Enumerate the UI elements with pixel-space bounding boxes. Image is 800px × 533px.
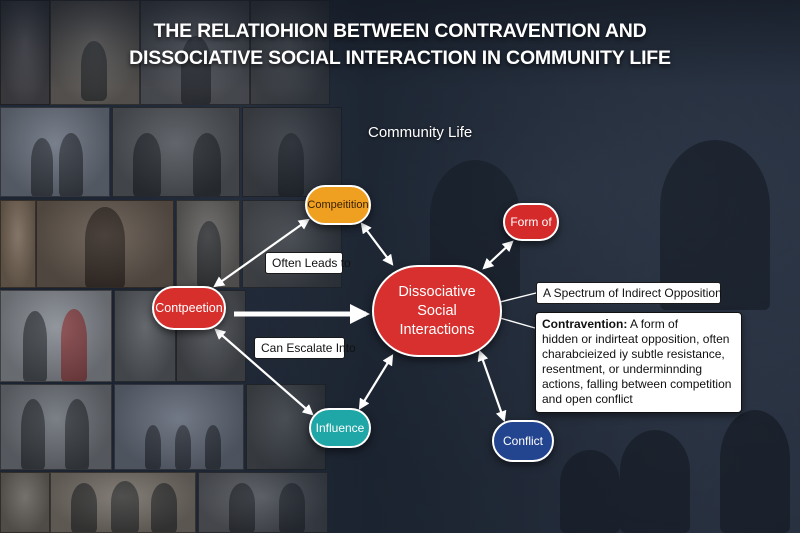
label-often-leads-to: Often Leads to (265, 252, 351, 274)
definition-line-6: and open conflict (542, 392, 633, 406)
node-contpeetion: Contpeetion (152, 286, 226, 330)
page-title-line-2: DISSOCIATIVE SOCIAL INTERACTION IN COMMU… (129, 47, 671, 69)
node-dissociative-social-interactions: Dissociative Social Interactions (372, 265, 502, 357)
connector-dissociative-definition (499, 317, 536, 329)
definition-term: Contravention: (542, 317, 628, 331)
definition-line-1-rest: A form of (627, 317, 679, 331)
node-competition: Compeitition (305, 185, 371, 225)
label-can-escalate-into: Can Escalate Into (254, 337, 356, 359)
definition-line-3: charabcieized iy subtle resistance, (542, 347, 725, 361)
node-conflict-label: Conflict (502, 434, 543, 448)
connector-dissociative-spectrum (499, 292, 537, 303)
label-spectrum-indirect-opposition: A Spectrum of Indirect Opposition (536, 282, 722, 304)
node-dissociative-label-line-1: Dissociative (398, 283, 476, 300)
page-title-line-1: THE RELATIOHION BETWEEN CONTRAVENTION AN… (153, 20, 647, 42)
definition-line-1: Contravention: A form of (542, 317, 735, 332)
arrow-competition-dissociative (360, 222, 394, 266)
definition-line-2: hidden or indirteat opposition, often (542, 332, 730, 346)
node-influence-label: Influence (315, 421, 365, 435)
node-form-of: Form of (503, 203, 559, 241)
node-influence: Influence (309, 408, 371, 448)
arrow-dissociative-formof (482, 240, 514, 270)
node-competition-label: Compeitition (307, 199, 369, 211)
arrow-contpeetion-influence (214, 328, 314, 416)
arrow-contpeetion-competition (213, 218, 310, 288)
arrow-dissociative-conflict (477, 349, 507, 423)
node-form-of-label: Form of (510, 215, 552, 229)
diagram-subtitle: Community Life (368, 124, 473, 141)
node-contpeetion-label: Contpeetion (155, 301, 223, 315)
node-dissociative-label-line-2: Social Interactions (399, 302, 475, 338)
arrow-dissociative-influence (358, 354, 394, 410)
node-conflict: Conflict (492, 420, 554, 462)
definition-box-contravention: Contravention: A form of hidden or indir… (535, 312, 742, 413)
definition-line-4: resentment, or underminnding (542, 362, 703, 376)
title-shade (0, 0, 800, 88)
page-title: THE RELATIOHION BETWEEN CONTRAVENTION AN… (0, 18, 800, 72)
definition-line-5: actions, falling between competition (542, 377, 732, 391)
